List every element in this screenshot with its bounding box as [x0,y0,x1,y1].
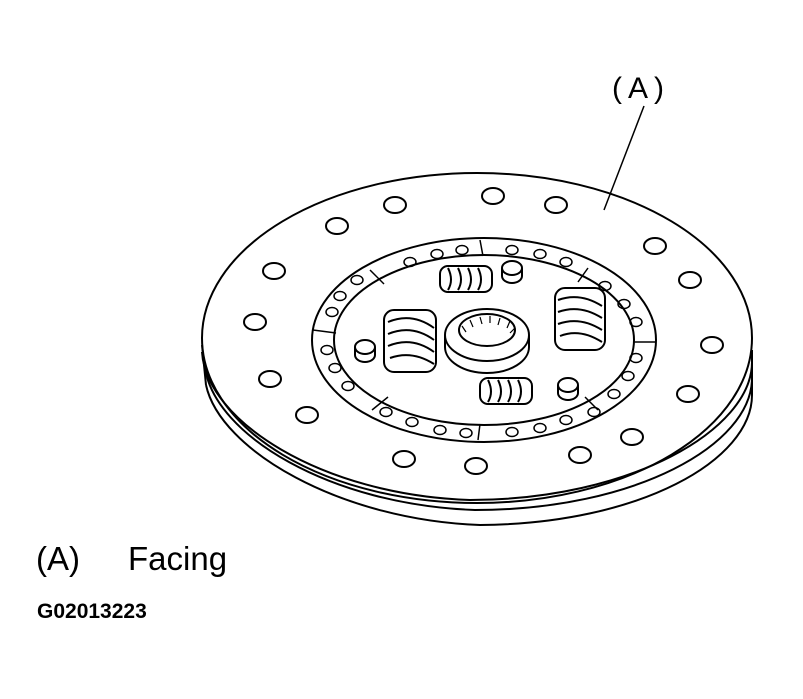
callout-label: (A) [612,72,670,105]
spring-bottom [479,377,533,405]
legend-entry: (A) Facing [36,540,227,578]
spring-top [439,265,493,293]
torsion-springs [383,265,606,405]
splined-hub [444,308,530,374]
spring-right [554,287,606,351]
stop-pins [354,260,579,401]
disc-edge [201,344,753,527]
inner-plate-outer-edge [311,237,657,443]
callout-leader-line [603,105,645,211]
facing-rivet-holes [243,187,724,475]
figure-code: G02013223 [37,600,147,623]
spring-left [383,309,437,373]
facing-outer-edge [201,172,753,504]
legend-text: Facing [128,540,228,577]
inner-plate-inner-edge [333,254,635,426]
legend-key: (A) [36,540,80,577]
plate-holes [320,244,643,439]
